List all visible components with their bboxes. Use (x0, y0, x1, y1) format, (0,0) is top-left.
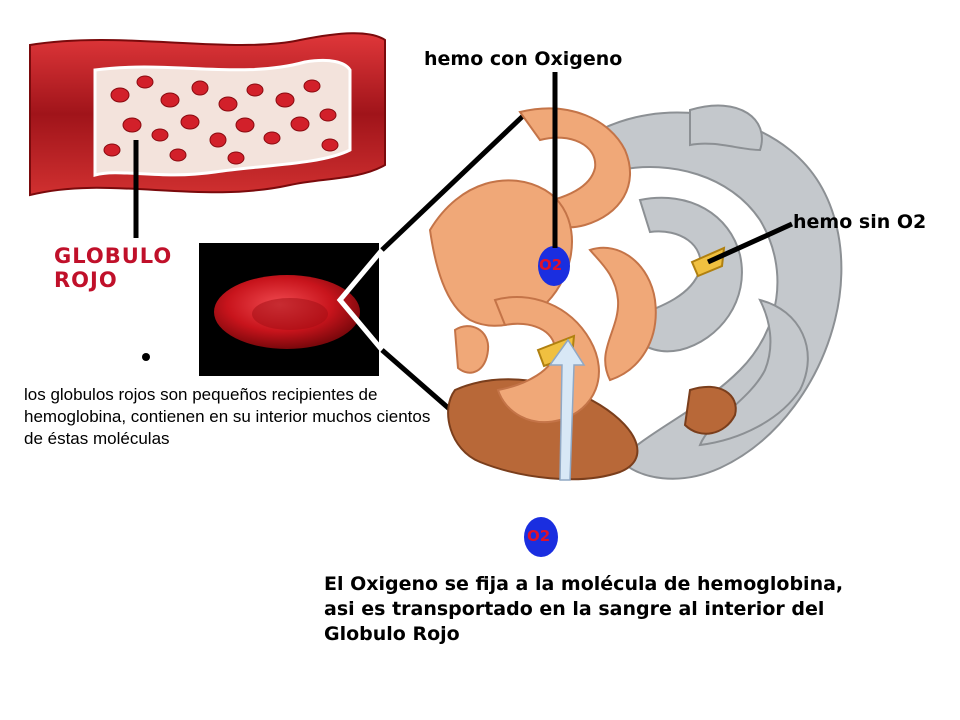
hemo-sin-pointer-line (706, 221, 794, 265)
caption-red-blood-cells: los globulos rojos son pequeños recipien… (24, 385, 431, 448)
caption-oxygen-transport: El Oxigeno se fija a la molécula de hemo… (324, 573, 844, 645)
label-o2-bound: O2 (539, 256, 563, 274)
label-o2-free: O2 (527, 527, 551, 545)
label-globulo-rojo: GLOBULO ROJO (54, 244, 172, 292)
vessel-blood-cells (103, 75, 339, 165)
label-hemo-con-oxigeno: hemo con Oxigeno (424, 48, 623, 70)
red-blood-cell-panel (199, 243, 379, 376)
label-globulo-line1: GLOBULO (54, 244, 173, 268)
bound-oxygen-molecule (538, 246, 570, 286)
oxygen-arrow (548, 338, 586, 481)
bullet-dot (142, 353, 150, 361)
label-globulo-line2: ROJO (54, 268, 118, 292)
hemoglobin-molecule (428, 104, 843, 481)
free-oxygen-molecule (524, 517, 558, 557)
label-hemo-sin-o2: hemo sin O2 (793, 211, 927, 233)
blood-vessel-illustration (29, 32, 386, 197)
